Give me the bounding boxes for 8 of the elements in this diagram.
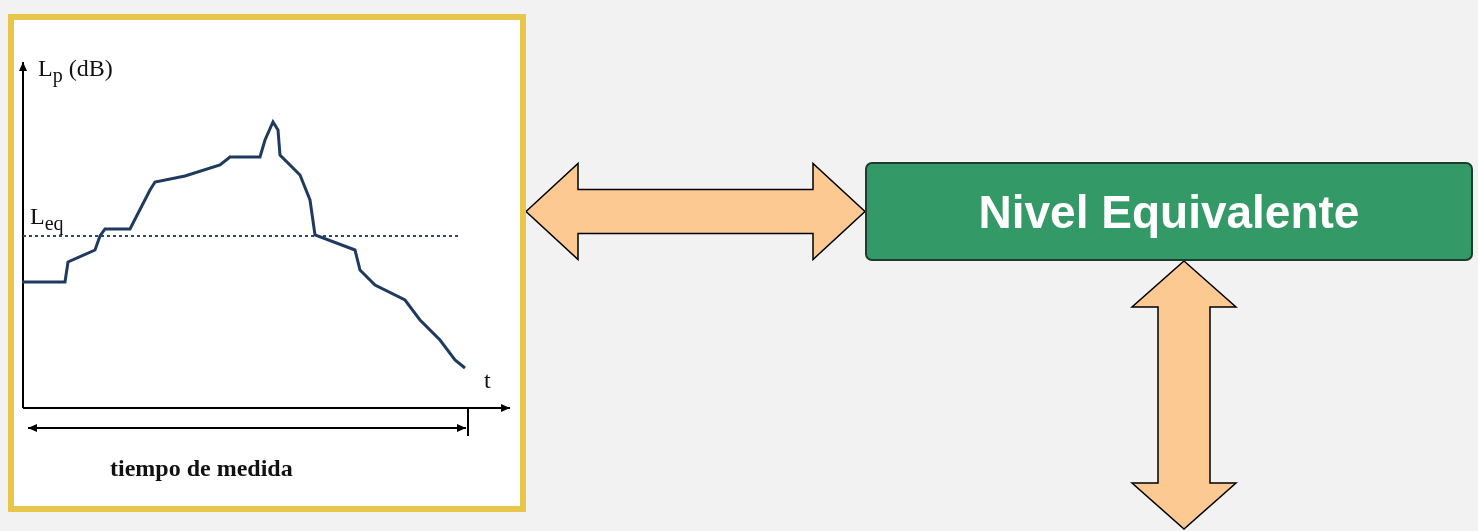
double-arrow — [524, 161, 867, 262]
chart-panel — [8, 14, 526, 512]
dimension-label: tiempo de medida — [110, 456, 293, 480]
double-arrow — [1130, 260, 1238, 530]
reference-label: L$_{eq}$ — [30, 204, 64, 233]
axis-label: t — [484, 368, 491, 392]
process-box: Nivel Equivalente — [865, 162, 1473, 261]
axis-label: L$_{p}$ (dB) — [38, 56, 113, 85]
